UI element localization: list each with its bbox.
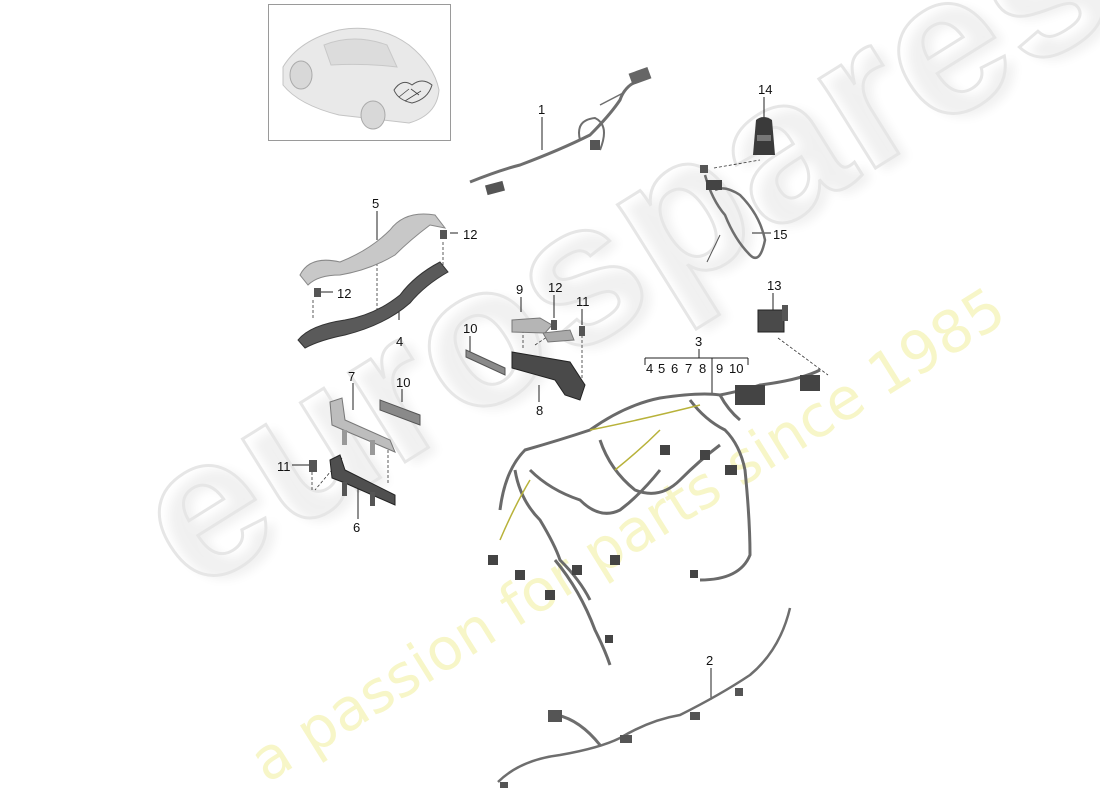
callout-9[interactable]: 9: [516, 282, 524, 297]
callout-12[interactable]: 12: [548, 280, 563, 295]
callout-6[interactable]: 6: [353, 520, 361, 535]
callout-7[interactable]: 7: [348, 369, 356, 384]
callout-8[interactable]: 8: [536, 403, 544, 418]
callout-2[interactable]: 2: [706, 653, 714, 668]
callout-11[interactable]: 11: [576, 294, 590, 309]
callout-1[interactable]: 1: [538, 102, 546, 117]
car-outline-icon: [282, 27, 440, 130]
callout-4[interactable]: 4: [396, 334, 404, 349]
group-3-subpart-8[interactable]: 8: [699, 361, 707, 376]
callout-10[interactable]: 10: [396, 375, 411, 390]
callout-5[interactable]: 5: [372, 196, 380, 211]
callout-13[interactable]: 13: [767, 278, 782, 293]
group-3-subpart-4[interactable]: 4: [646, 361, 654, 376]
group-3-subpart-5[interactable]: 5: [658, 361, 666, 376]
group-3-subpart-6[interactable]: 6: [671, 361, 679, 376]
callout-12[interactable]: 12: [337, 286, 352, 301]
callout-3[interactable]: 3: [695, 334, 703, 349]
callout-15[interactable]: 15: [773, 227, 788, 242]
group-3-subpart-9[interactable]: 9: [716, 361, 724, 376]
callout-10[interactable]: 10: [463, 321, 478, 336]
callout-14[interactable]: 14: [758, 82, 773, 97]
vehicle-thumbnail[interactable]: [268, 4, 451, 141]
group-3-subpart-10[interactable]: 10: [729, 361, 744, 376]
group-3-subpart-7[interactable]: 7: [685, 361, 693, 376]
callout-12[interactable]: 12: [463, 227, 478, 242]
callout-11[interactable]: 11: [277, 459, 291, 474]
